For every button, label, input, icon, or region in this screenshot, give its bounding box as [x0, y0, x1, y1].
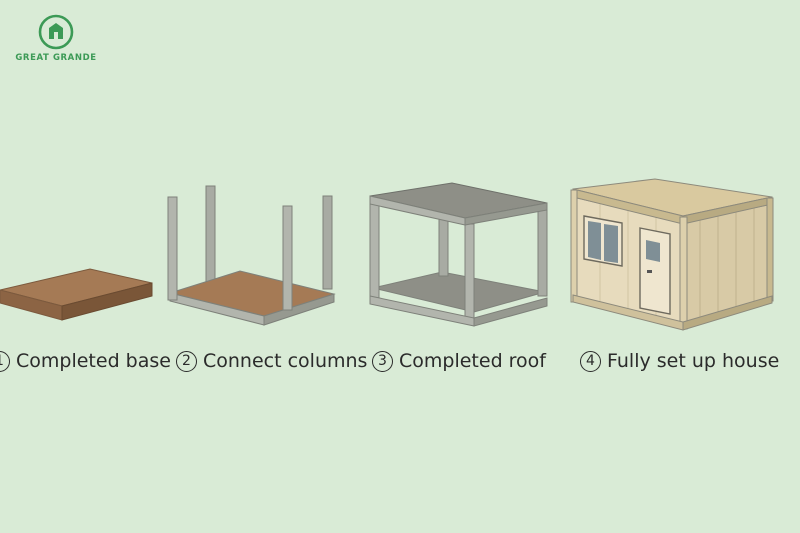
step-3-caption: 3 Completed roof — [372, 346, 546, 376]
step-label: Connect columns — [203, 350, 368, 372]
step-1-caption: 1 Completed base — [0, 346, 171, 376]
step-2-caption: 2 Connect columns — [176, 346, 367, 376]
roof-illustration — [369, 182, 548, 327]
columns-illustration — [167, 185, 336, 326]
step-label: Completed roof — [399, 350, 546, 372]
step-label: Completed base — [16, 350, 171, 372]
brand-logo: GREAT GRANDE — [14, 14, 98, 63]
step-label: Fully set up house — [607, 350, 780, 372]
step-4-caption: 4 Fully set up house — [580, 346, 779, 376]
step-number-badge: 3 — [372, 350, 393, 372]
door-icon — [639, 227, 671, 315]
step-number-badge: 4 — [580, 350, 601, 372]
base-illustration — [0, 268, 153, 321]
logo-mark-icon — [38, 14, 74, 50]
step-number-badge: 2 — [176, 350, 197, 372]
brand-name: GREAT GRANDE — [15, 53, 97, 63]
window-icon — [583, 215, 623, 267]
house-illustration — [570, 178, 774, 331]
step-number-badge: 1 — [0, 350, 10, 372]
